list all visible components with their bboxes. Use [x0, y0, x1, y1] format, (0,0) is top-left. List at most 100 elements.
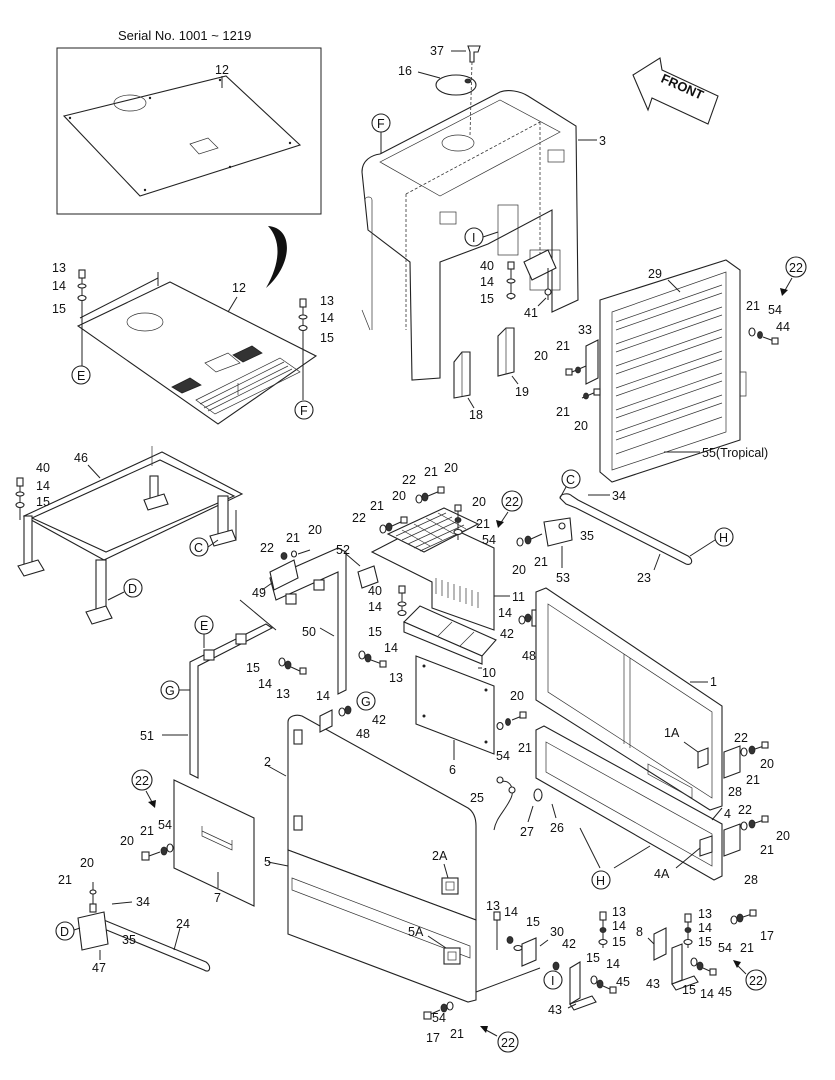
label-22-b: 22	[352, 511, 366, 525]
label-2A: 2A	[432, 849, 448, 863]
label-3: 3	[599, 134, 606, 148]
label-51: 51	[140, 729, 154, 743]
label-4A: 4A	[654, 867, 670, 881]
callout-22-e: 22	[749, 974, 763, 988]
grille-bolts-44: 21 54 44 22	[746, 256, 807, 345]
latch-48-upper: 14 42 48	[498, 606, 539, 663]
callout-22-b: 22	[505, 495, 519, 509]
callout-c-rod: C	[566, 473, 575, 487]
label-2: 2	[264, 755, 271, 769]
label-14-i: 14	[316, 689, 330, 703]
label-42-b: 42	[372, 713, 386, 727]
label-14-b: 14	[320, 311, 334, 325]
label-21-k: 21	[760, 843, 774, 857]
label-21-n: 21	[450, 1027, 464, 1041]
panel-51: 51	[140, 623, 274, 779]
label-25: 25	[470, 791, 484, 805]
callout-22-d: 22	[501, 1036, 515, 1050]
serial-inset: Serial No. 1001 ~ 1219 12	[56, 28, 322, 215]
label-14-e: 14	[258, 677, 272, 691]
label-43-b: 43	[646, 977, 660, 991]
label-45-b: 45	[718, 985, 732, 999]
label-15-i: 15	[586, 951, 600, 965]
label-14-c: 14	[480, 275, 494, 289]
tray-10: 10	[403, 605, 497, 680]
label-15-b: 15	[320, 331, 334, 345]
callout-f-cover: F	[300, 404, 308, 418]
hood-bolts: 40 14 15 41	[480, 249, 557, 320]
label-15-a: 15	[52, 302, 66, 316]
label-13-d: 13	[389, 671, 403, 685]
label-46: 46	[74, 451, 88, 465]
label-53: 53	[556, 571, 570, 585]
label-14-k: 14	[612, 919, 626, 933]
callout-c-frame: C	[194, 541, 203, 555]
bolts-near-51: 15 14 13	[246, 657, 307, 701]
label-15-d: 15	[36, 495, 50, 509]
label-20-d: 20	[392, 489, 406, 503]
label-20-i: 20	[760, 757, 774, 771]
callout-i-top: I	[472, 231, 475, 245]
top-cover-12: 12	[76, 272, 318, 425]
label-27: 27	[520, 825, 534, 839]
callout-i-bottom: I	[551, 974, 554, 988]
bracket-33: 33 21 20 21 20	[534, 323, 601, 433]
label-20-k: 20	[120, 834, 134, 848]
label-20-b: 20	[574, 419, 588, 433]
label-44: 44	[776, 320, 790, 334]
panel-7-bolts: 20 21 54 22	[120, 769, 174, 861]
letter-callouts: F I E F C D E G G C H H D	[55, 113, 734, 990]
panel-6-bolts: 20 21 54	[496, 689, 532, 763]
serial-range-title: Serial No. 1001 ~ 1219	[118, 28, 251, 43]
label-15-k: 15	[682, 983, 696, 997]
label-6: 6	[449, 763, 456, 777]
label-15-c: 15	[480, 292, 494, 306]
label-7: 7	[214, 891, 221, 905]
bolts-12-right: 13 14 15	[298, 294, 334, 400]
label-54-e: 54	[432, 1011, 446, 1025]
label-29: 29	[648, 267, 662, 281]
label-5: 5	[264, 855, 271, 869]
label-30: 30	[550, 925, 564, 939]
panel-6: 6	[415, 655, 495, 777]
label-1: 1	[710, 675, 717, 689]
label-24: 24	[176, 917, 190, 931]
callout-g-door: G	[361, 695, 371, 709]
label-15-j: 15	[698, 935, 712, 949]
label-22-a: 22	[260, 541, 274, 555]
callout-d-rod: D	[60, 925, 69, 939]
label-14-m: 14	[698, 921, 712, 935]
label-14-a: 14	[52, 279, 66, 293]
right-bottom-bolts-17: 54 21 17 22	[718, 909, 774, 991]
label-13-g: 13	[698, 907, 712, 921]
label-13-e: 13	[486, 899, 500, 913]
latch-48-lower: 14 42 48	[316, 689, 386, 741]
label-35-b: 35	[122, 933, 136, 947]
label-49: 49	[252, 586, 266, 600]
label-20-c: 20	[308, 523, 322, 537]
front-arrow: FRONT	[632, 57, 719, 125]
label-21-c: 21	[746, 299, 760, 313]
callout-h-panel: H	[596, 874, 605, 888]
label-37: 37	[430, 44, 444, 58]
pad-18: 18	[453, 351, 483, 422]
label-40-a: 40	[480, 259, 494, 273]
callout-22-c: 22	[135, 774, 149, 788]
pad-19: 19	[497, 327, 529, 399]
callout-f-top: F	[377, 117, 385, 131]
label-19: 19	[515, 385, 529, 399]
label-55: 55(Tropical)	[702, 446, 768, 460]
bottom-bracket-left: 13 14 15 30 42 13 14 15 15 14 45 43	[486, 899, 630, 1017]
label-50: 50	[302, 625, 316, 639]
label-45-a: 45	[616, 975, 630, 989]
bracket-49: 49 22 21 20	[252, 523, 322, 600]
label-18: 18	[469, 408, 483, 422]
frame-bolts: 40 14 15	[15, 461, 50, 520]
label-33: 33	[578, 323, 592, 337]
label-17-a: 17	[426, 1031, 440, 1045]
label-12-inset: 12	[215, 63, 229, 77]
callout-e-cover: E	[77, 369, 85, 383]
label-12: 12	[232, 281, 246, 295]
bottom-bracket-right: 8 13 14 15 43 15 14 45	[636, 907, 732, 1001]
label-10: 10	[482, 666, 496, 680]
